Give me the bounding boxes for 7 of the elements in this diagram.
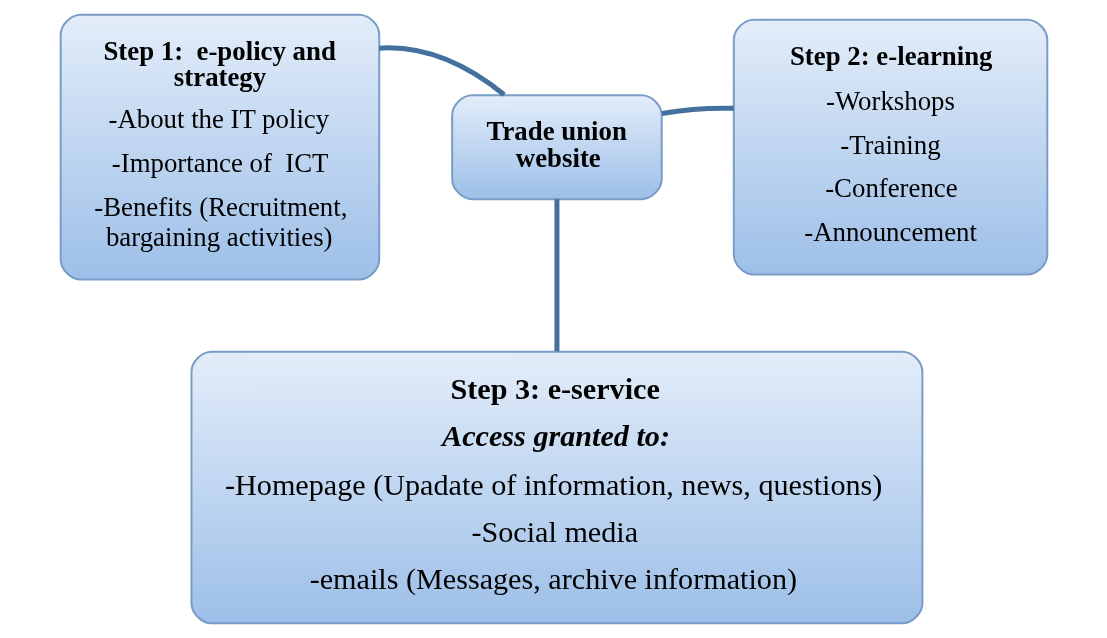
- node-box: Step 2: e-learning -Workshops -Training -Conference -Announcement: [732, 18, 1048, 276]
- node-box: Step 1: e-policy and strategy -About the IT policy -Importance of ICT -Benefits (Recruitment, bargaining activities): [59, 13, 380, 281]
- connector: [378, 45, 506, 97]
- node-box: Step 3: e-service Access granted to: -Homepage (Upadate of information, news, questions) -Social media -emails (Messages, archive information): [189, 350, 923, 625]
- connector: [553, 199, 559, 352]
- node-box: Trade union website: [450, 94, 663, 201]
- connector: [660, 105, 734, 117]
